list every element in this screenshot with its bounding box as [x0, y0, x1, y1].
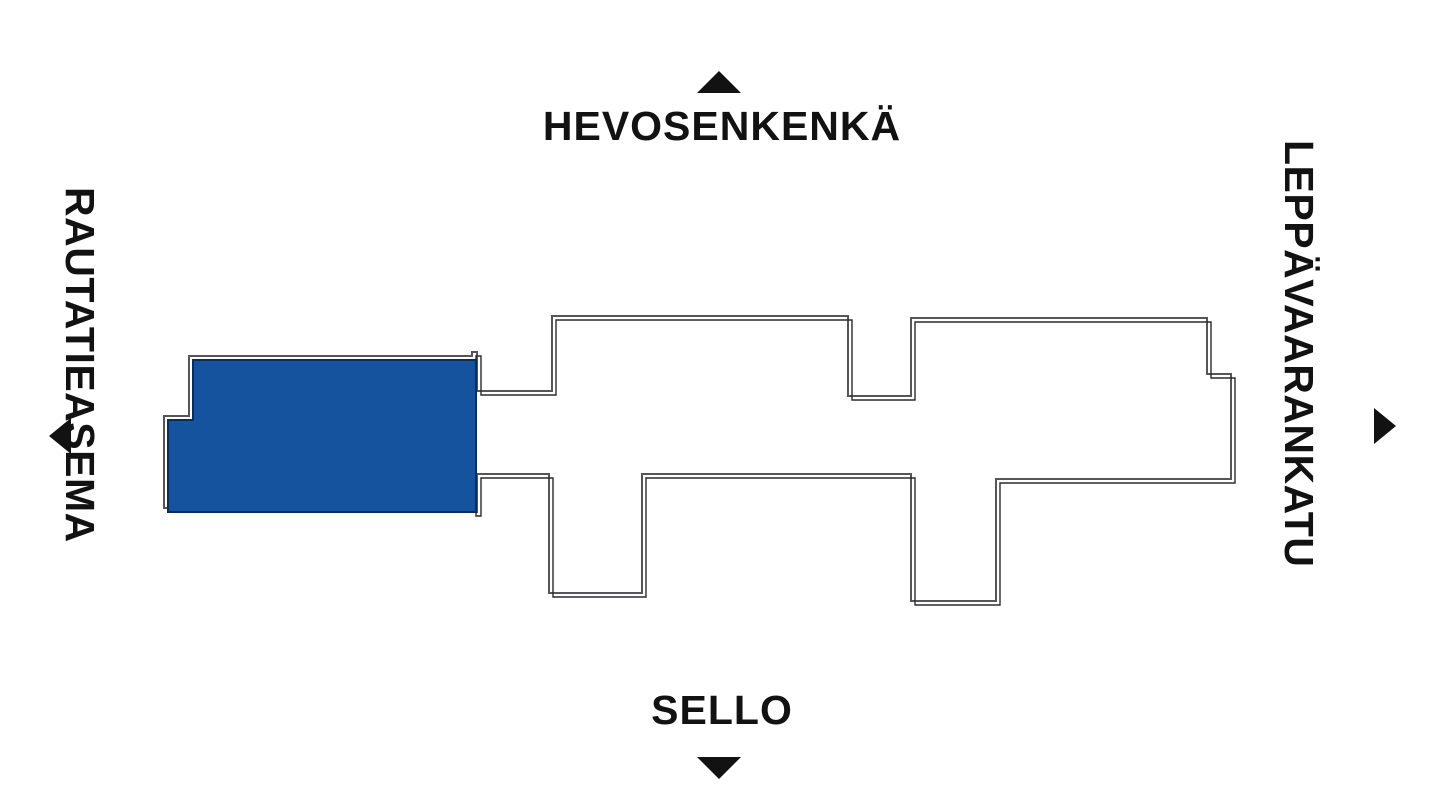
direction-label-west: RAUTATIEASEMA: [57, 186, 103, 543]
direction-label-south: SELLO: [651, 687, 793, 733]
floorplan-wall-line: [167, 319, 1236, 606]
triangle-down-icon: [697, 757, 741, 779]
direction-label-east: LEPPÄVAARANKATU: [1276, 139, 1322, 567]
triangle-left-icon: [49, 418, 71, 454]
triangle-up-icon: [697, 71, 741, 93]
highlighted-unit[interactable]: [167, 359, 477, 513]
triangle-right-icon: [1374, 408, 1396, 444]
direction-label-north: HEVOSENKENKÄ: [542, 103, 902, 149]
